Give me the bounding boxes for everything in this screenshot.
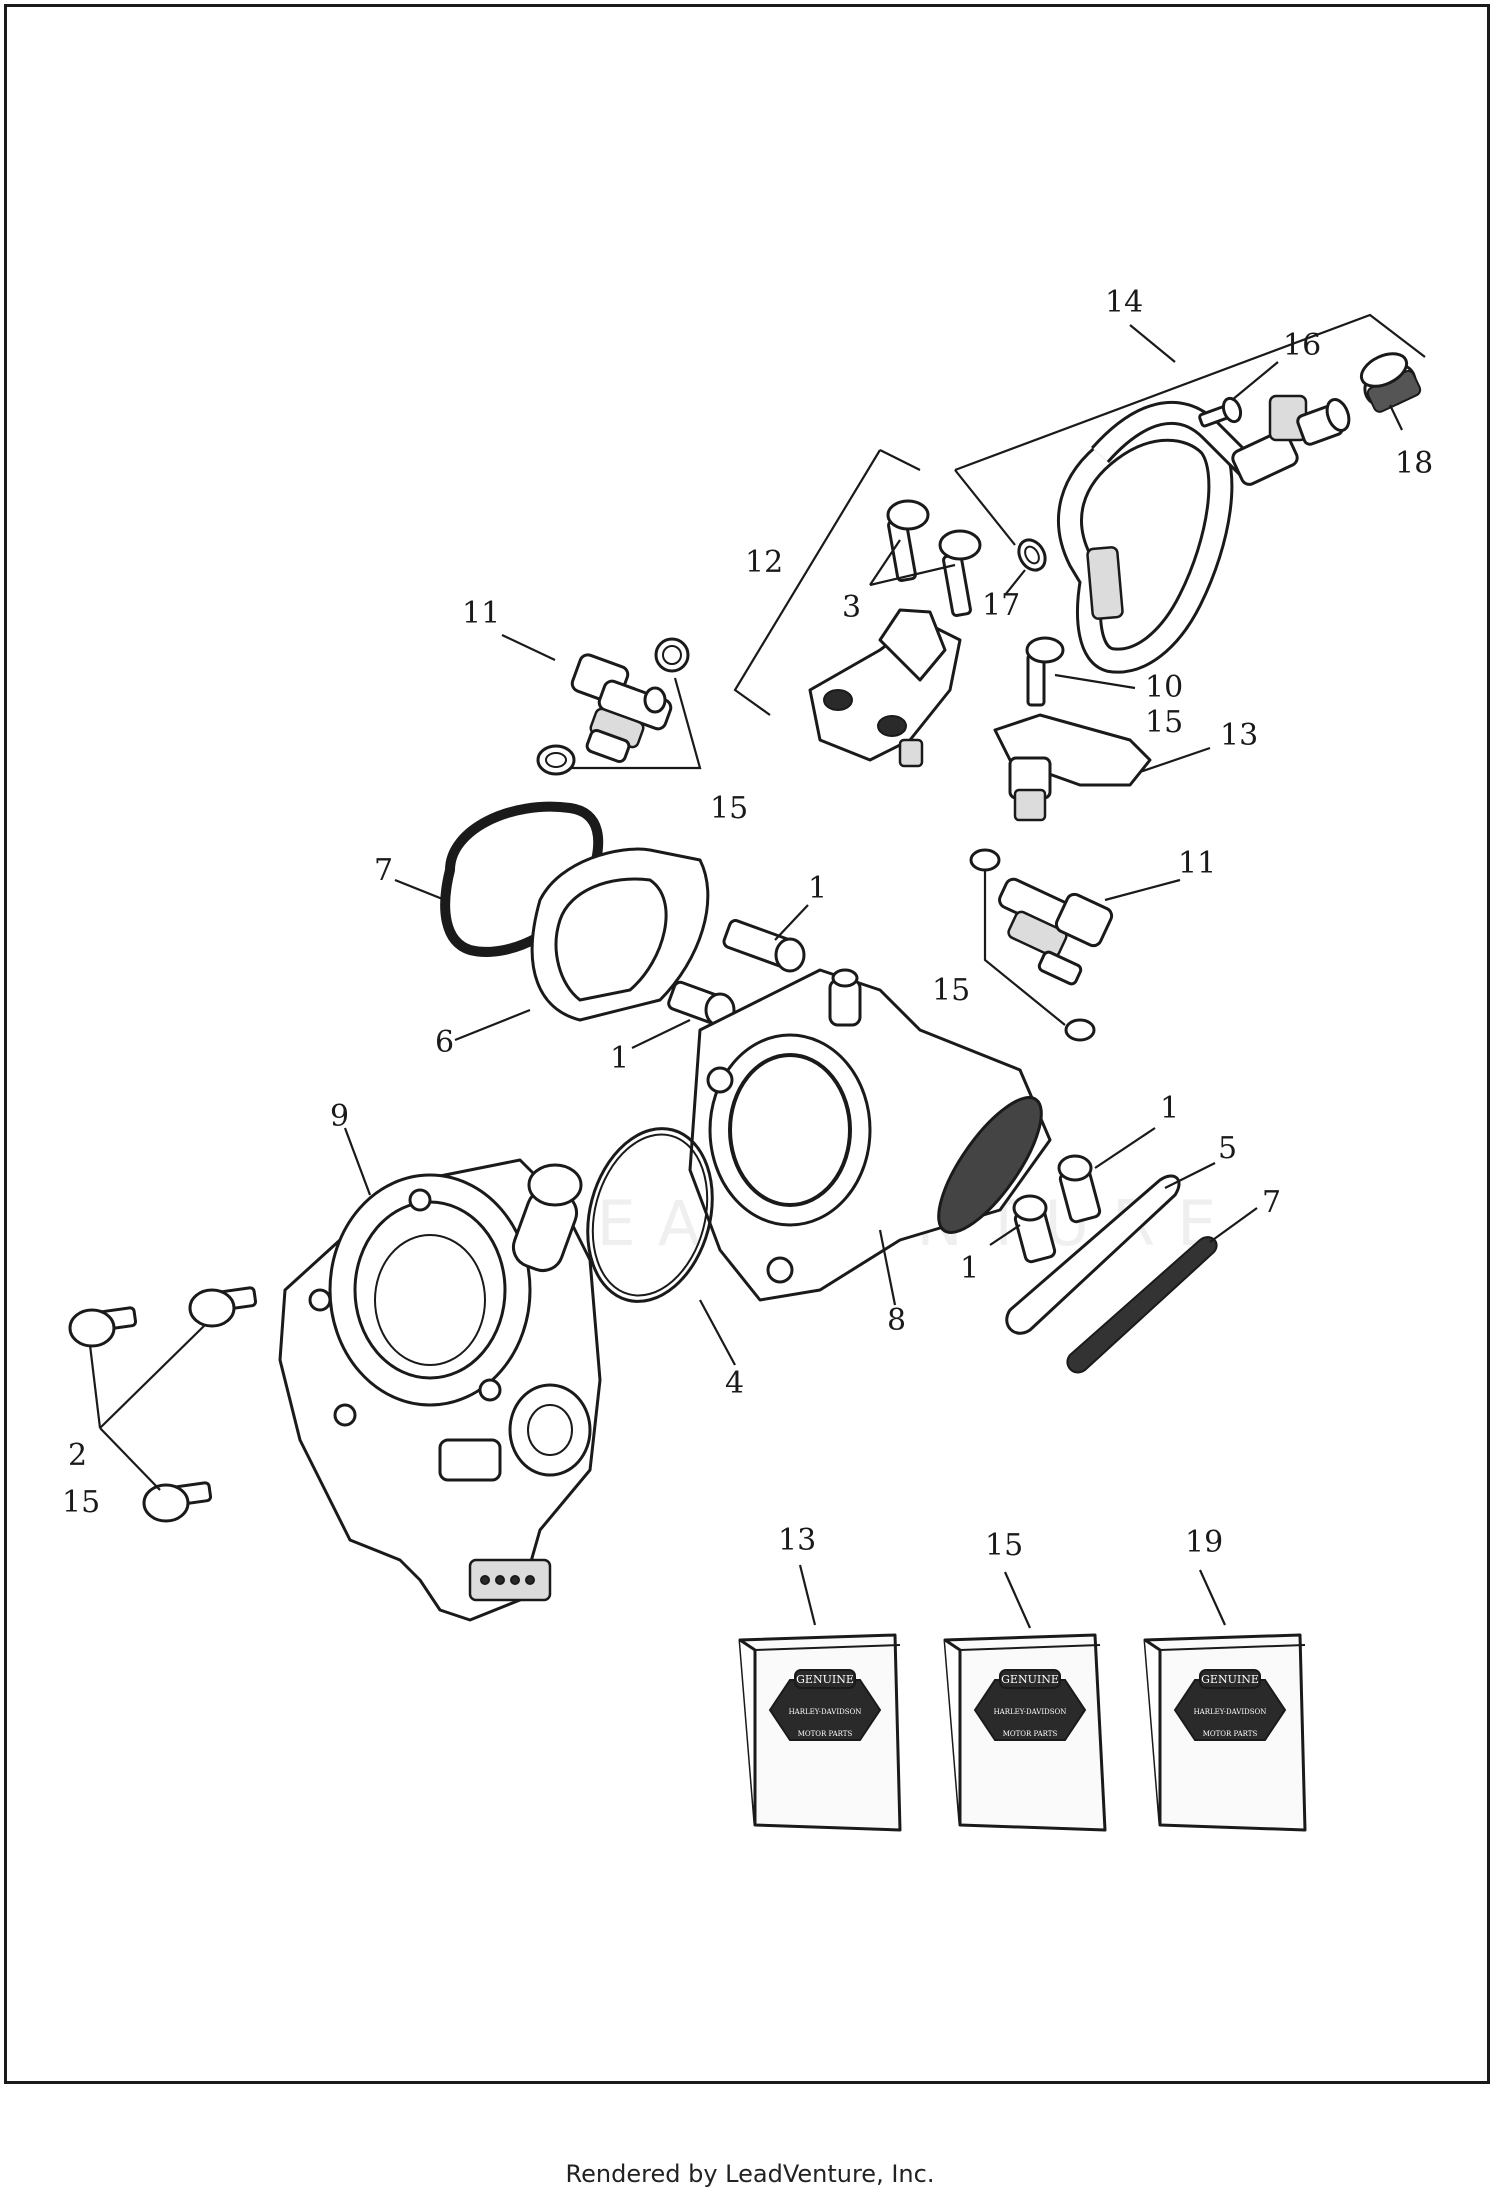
o-ring-icon <box>654 637 690 673</box>
parts-kit-15: GENUINE HARLEY-DAVIDSON MOTOR PARTS <box>943 1633 1107 1832</box>
callout-15-kit: 15 <box>985 1528 1023 1563</box>
callout-15-left: 15 <box>62 1485 100 1520</box>
callout-7-lower: 7 <box>1262 1185 1281 1220</box>
bracket-icon <box>808 608 962 768</box>
callout-15-upper: 15 <box>710 791 748 826</box>
o-ring-icon <box>1064 1018 1096 1042</box>
spacer-icon <box>530 847 710 1022</box>
screw-icon <box>1198 396 1243 428</box>
sensor-icon <box>993 713 1152 822</box>
screw-icon <box>1012 1154 1102 1264</box>
callout-3: 3 <box>842 590 861 625</box>
badge-bottom: MOTOR PARTS <box>798 1730 853 1738</box>
callout-17: 17 <box>982 588 1020 623</box>
callout-10: 10 <box>1145 670 1183 705</box>
callout-13-kit: 13 <box>778 1523 816 1558</box>
callout-13-sensor: 13 <box>1220 718 1258 753</box>
render-credit: Rendered by LeadVenture, Inc. <box>565 2160 935 2188</box>
badge-top: GENUINE <box>796 1673 854 1686</box>
badge-middle: HARLEY-DAVIDSON <box>994 1708 1067 1716</box>
callout-8: 8 <box>887 1303 906 1338</box>
callout-15-right: 15 <box>932 973 970 1008</box>
callout-6: 6 <box>435 1025 454 1060</box>
cap-icon <box>1359 352 1422 413</box>
o-ring-icon <box>586 1127 714 1303</box>
callout-1-c: 1 <box>1160 1091 1179 1126</box>
screw-icon <box>886 499 982 617</box>
o-ring-icon <box>1017 538 1047 572</box>
parts-kit-icon <box>1173 1669 1287 1741</box>
badge-bottom: MOTOR PARTS <box>1003 1730 1058 1738</box>
badge-middle: HARLEY-DAVIDSON <box>1194 1708 1267 1716</box>
callout-1-a: 1 <box>808 871 827 906</box>
callout-15-sensor: 15 <box>1145 705 1183 740</box>
badge-bottom: MOTOR PARTS <box>1203 1730 1258 1738</box>
parts-kit-19: GENUINE HARLEY-DAVIDSON MOTOR PARTS <box>1143 1633 1307 1832</box>
o-ring-icon <box>536 744 576 776</box>
callout-16: 16 <box>1283 328 1321 363</box>
callout-4: 4 <box>725 1366 744 1401</box>
parts-kit-13: GENUINE HARLEY-DAVIDSON MOTOR PARTS <box>738 1633 902 1832</box>
fuel-injector-icon <box>998 877 1114 986</box>
throttle-body-icon <box>278 1158 602 1622</box>
callout-1-d: 1 <box>960 1251 979 1286</box>
fuel-rail-icon <box>1057 394 1351 674</box>
callout-14: 14 <box>1105 285 1143 320</box>
parts-kit-icon <box>973 1669 1087 1741</box>
callout-5: 5 <box>1218 1131 1237 1166</box>
badge-top: GENUINE <box>1001 1673 1059 1686</box>
callout-1-b: 1 <box>610 1041 629 1076</box>
screw-icon <box>667 919 806 1028</box>
badge-top: GENUINE <box>1201 1673 1259 1686</box>
callout-9: 9 <box>330 1099 349 1134</box>
callout-18: 18 <box>1395 446 1433 481</box>
screw-icon <box>68 1286 258 1523</box>
screw-icon <box>1025 636 1065 707</box>
callout-2: 2 <box>68 1438 87 1473</box>
callout-12: 12 <box>745 545 783 580</box>
callout-19-kit: 19 <box>1185 1525 1223 1560</box>
leader-lines <box>88 313 1426 1629</box>
fuel-injector-icon <box>570 653 673 763</box>
callout-11-right: 11 <box>1178 846 1216 881</box>
o-ring-icon <box>969 848 1001 872</box>
manifold-icon <box>688 968 1052 1302</box>
callout-7-upper: 7 <box>374 853 393 888</box>
parts-kit-icon <box>768 1669 882 1741</box>
callout-labels: 14 16 18 12 3 17 11 10 15 13 15 7 1 11 1… <box>62 285 1433 1563</box>
gasket-icon <box>1066 1236 1218 1374</box>
diagram-frame <box>4 4 1490 2084</box>
seal-plate-icon <box>1005 1174 1181 1335</box>
badge-middle: HARLEY-DAVIDSON <box>789 1708 862 1716</box>
callout-11-upper: 11 <box>462 596 500 631</box>
